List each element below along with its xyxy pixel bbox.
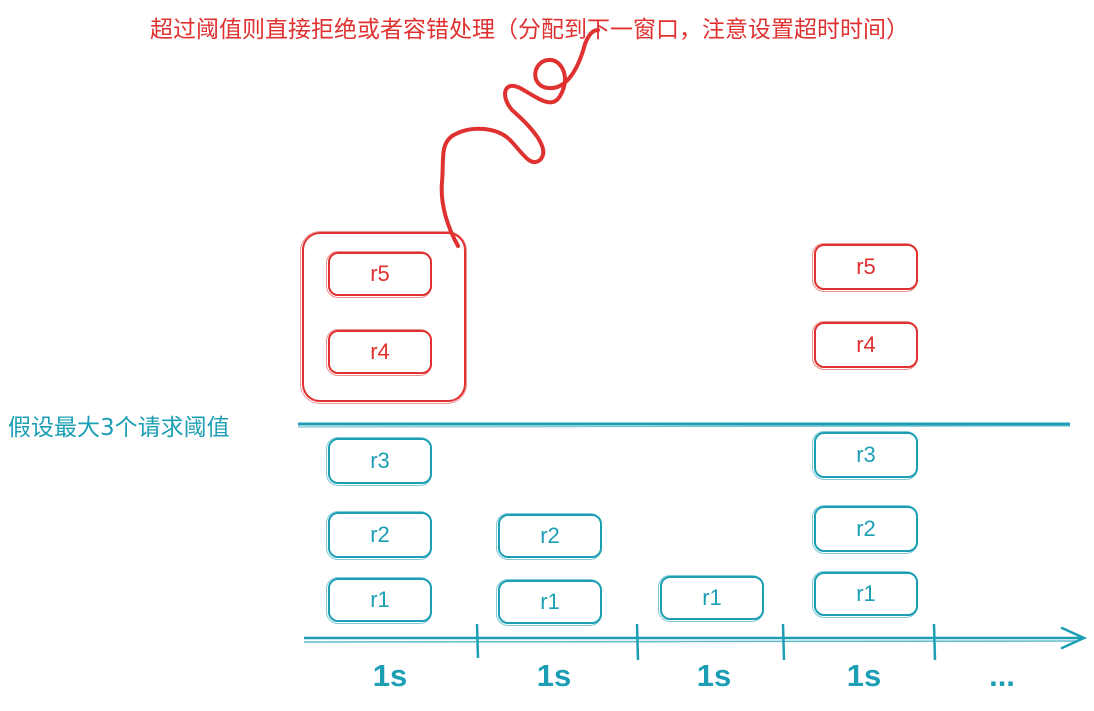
request-box-r1: r1 bbox=[812, 571, 918, 618]
timeline-label: 1s bbox=[536, 658, 572, 693]
request-box-r5-rejected: r5 bbox=[812, 243, 918, 292]
request-box-r1: r1 bbox=[496, 579, 602, 626]
request-box-r2: r2 bbox=[326, 511, 432, 560]
timeline-arrowhead bbox=[1060, 626, 1088, 650]
timeline-ellipsis: ... bbox=[989, 658, 1015, 693]
request-box-r3: r3 bbox=[326, 437, 432, 486]
request-box-r1: r1 bbox=[326, 577, 432, 624]
request-box-r1: r1 bbox=[658, 575, 764, 622]
axis-tick bbox=[781, 623, 786, 661]
request-box-r2: r2 bbox=[812, 505, 918, 554]
request-box-r3: r3 bbox=[812, 431, 918, 480]
threshold-label: 假设最大3个请求阈值 bbox=[8, 415, 230, 441]
overflow-handling-note: 超过阈值则直接拒绝或者容错处理（分配到下一窗口，注意设置超时时间） bbox=[150, 17, 909, 43]
request-box-r4-rejected: r4 bbox=[812, 321, 918, 370]
axis-tick bbox=[475, 623, 480, 659]
connector-squiggle bbox=[439, 28, 600, 248]
request-box-r4-rejected: r4 bbox=[326, 329, 432, 376]
axis-tick bbox=[635, 623, 640, 661]
timeline-label: 1s bbox=[846, 658, 882, 693]
axis-tick bbox=[932, 623, 937, 661]
request-box-r2: r2 bbox=[496, 513, 602, 560]
timeline-label: 1s bbox=[696, 658, 732, 693]
rejected-group-outline bbox=[300, 231, 467, 404]
request-box-r5-rejected: r5 bbox=[326, 251, 432, 298]
timeline-label: 1s bbox=[372, 658, 408, 693]
